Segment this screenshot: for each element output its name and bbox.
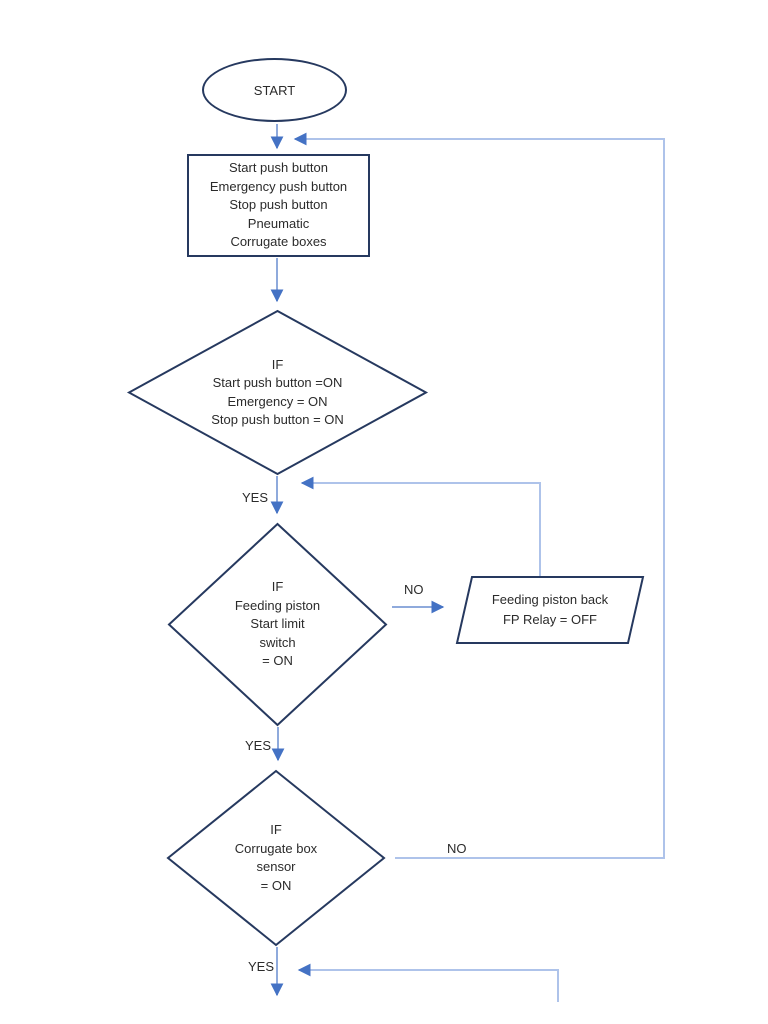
decision-line: sensor [256,859,296,874]
decision-line: switch [259,634,296,650]
parallelogram-line: Feeding piston back [491,592,609,607]
decision-buttons-text: IF Start push button =ON Emergency = ON … [128,310,427,475]
decision-line: Start limit [250,616,305,632]
decision-line: = ON [260,877,292,893]
decision-line: IF [270,822,282,837]
decision-line: IF [271,579,284,595]
feeding-piston-back-text: Feeding piston back FP Relay = OFF [456,576,644,644]
decision-line: Corrugate box [234,840,318,856]
decision-diamond-outline [166,769,386,947]
decision-line: IF [271,356,284,372]
decision-diamond-outline [126,309,429,476]
loop-bottom-return [297,963,559,1002]
node-io-block: Start push button Emergency push button … [187,154,370,257]
io-line: Emergency push button [209,178,348,194]
io-line: Start push button [228,160,328,176]
parallelogram-line: FP Relay = OFF [502,612,598,627]
edge-label-no-2: NO [447,841,467,856]
start-label: START [253,82,296,98]
edge-label-yes-3: YES [248,959,275,974]
node-decision-feeding-piston: IF Feeding piston Start limit switch = O… [167,522,388,727]
decision-line: Start push button =ON [212,375,343,390]
edge-label-yes-2: YES [245,738,272,753]
io-line: Stop push button [229,197,328,213]
node-feeding-piston-back: Feeding piston back FP Relay = OFF [455,576,645,644]
loop-decision3-no-to-top [293,132,665,859]
loop-parallelogram-back [300,476,541,577]
parallelogram-outline [455,576,645,644]
decision-line: = ON [262,653,293,669]
node-start: START [202,58,347,122]
decision-diamond-outline [167,522,388,727]
decision-corrugate-box-text: IF Corrugate box sensor = ON [167,770,385,946]
decision-line: Feeding piston [234,597,321,613]
io-line: Corrugate boxes [230,234,327,250]
node-decision-corrugate-box: IF Corrugate box sensor = ON [166,769,386,947]
edge-label-yes-1: YES [242,490,269,505]
decision-feeding-piston-text: IF Feeding piston Start limit switch = O… [168,523,387,726]
edge-label-no-1: NO [404,582,424,597]
io-line: Pneumatic [247,215,310,231]
decision-line: Emergency = ON [227,393,328,409]
node-decision-buttons: IF Start push button =ON Emergency = ON … [126,309,429,476]
decision-line: Stop push button = ON [211,412,344,427]
